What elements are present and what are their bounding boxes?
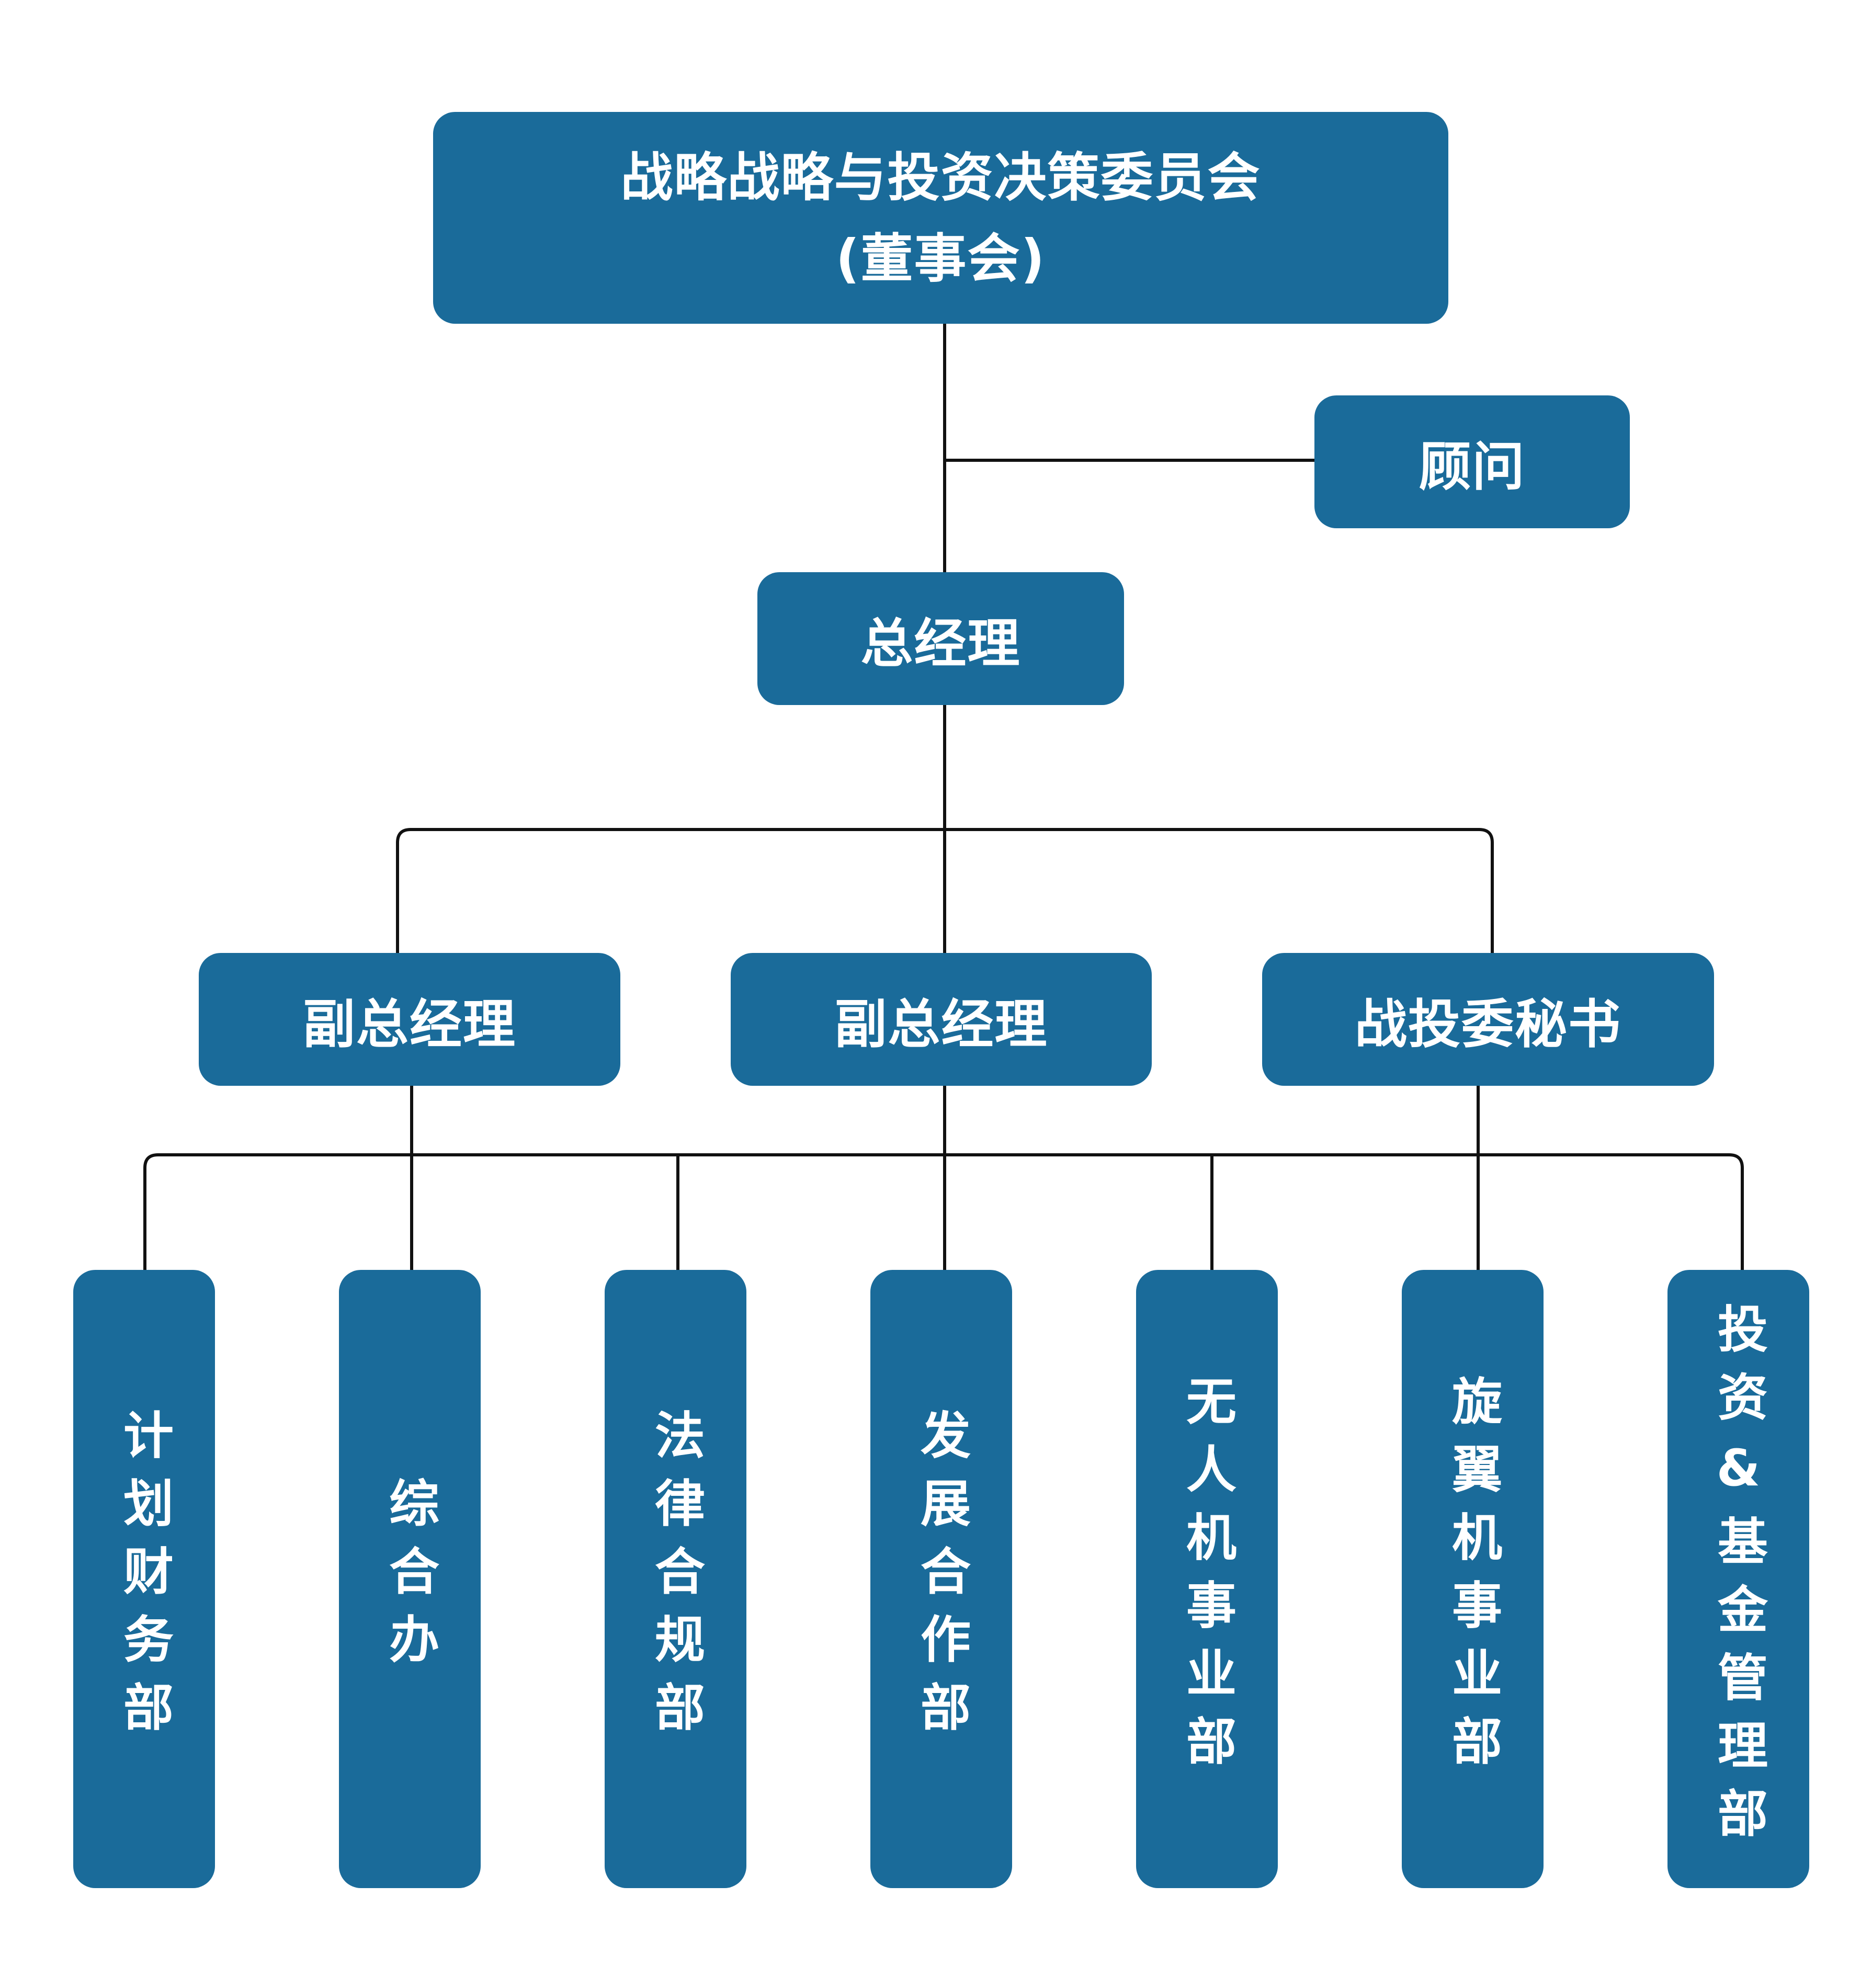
department-label: 旋翼机事业部 [1443, 1375, 1502, 1783]
department-node-legal-compliance: 法律合规部 [605, 1270, 746, 1888]
department-node-general-office: 综合办 [339, 1270, 481, 1888]
connector-department-bus [143, 1153, 1744, 1270]
department-node-planning-finance: 计划财务部 [73, 1270, 215, 1888]
department-node-investment-fund-management: 投资&基金管理部 [1667, 1270, 1809, 1888]
advisor-label: 顾问 [1419, 436, 1526, 497]
advisor-node: 顾问 [1314, 395, 1630, 528]
board-committee-node: 战略战略与投资决策委员会 (董事会) [433, 112, 1448, 324]
strategy-secretary-label: 战投委秘书 [1355, 993, 1621, 1055]
department-label: 法律合规部 [646, 1409, 705, 1749]
general-manager-label: 总经理 [860, 612, 1021, 674]
deputy-gm-label-2: 副总经理 [834, 993, 1048, 1055]
department-node-development-cooperation: 发展合作部 [870, 1270, 1012, 1888]
general-manager-node: 总经理 [757, 572, 1124, 705]
board-committee-title: 战略战略与投资决策委员会 [620, 146, 1261, 208]
department-label: 无人机事业部 [1177, 1375, 1236, 1783]
deputy-gm-node-2: 副总经理 [731, 953, 1152, 1086]
department-label: 发展合作部 [912, 1409, 971, 1749]
deputy-gm-node-1: 副总经理 [199, 953, 620, 1086]
board-committee-subtitle: (董事会) [835, 228, 1046, 289]
connector-gm-to-deputies [396, 705, 1494, 953]
deputy-gm-label-1: 副总经理 [303, 993, 516, 1055]
department-label: 投资&基金管理部 [1709, 1303, 1768, 1855]
strategy-secretary-node: 战投委秘书 [1262, 953, 1714, 1086]
department-node-uav-business: 无人机事业部 [1136, 1270, 1278, 1888]
department-label: 综合办 [380, 1477, 439, 1681]
department-label: 计划财务部 [115, 1409, 174, 1749]
department-node-rotorcraft-business: 旋翼机事业部 [1402, 1270, 1544, 1888]
